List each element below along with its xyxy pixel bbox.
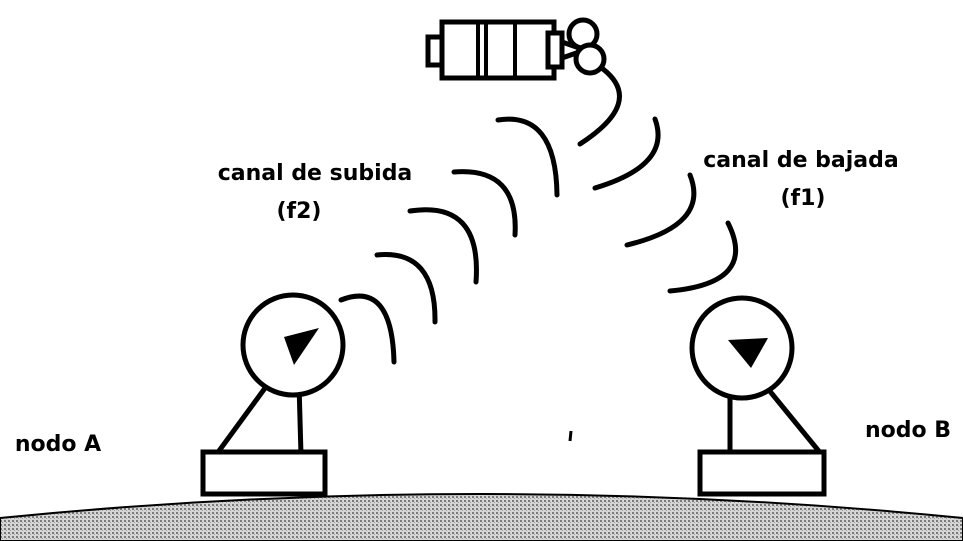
downlink-waves [577, 66, 739, 294]
downlink-label: canal de bajada [703, 148, 899, 173]
node-b-label: nodo B [865, 418, 951, 443]
satellite-dish-icon [200, 292, 346, 497]
satellite-icon [425, 17, 607, 81]
downlink-frequency-label: (f1) [781, 186, 826, 211]
stray-mark [568, 430, 573, 442]
uplink-label: canal de subida [218, 161, 413, 186]
satellite-dish-icon [689, 295, 827, 497]
uplink-frequency-label: (f2) [277, 199, 322, 224]
node-a-label: nodo A [15, 432, 101, 457]
uplink-waves [338, 116, 560, 365]
earth-surface [0, 493, 963, 541]
